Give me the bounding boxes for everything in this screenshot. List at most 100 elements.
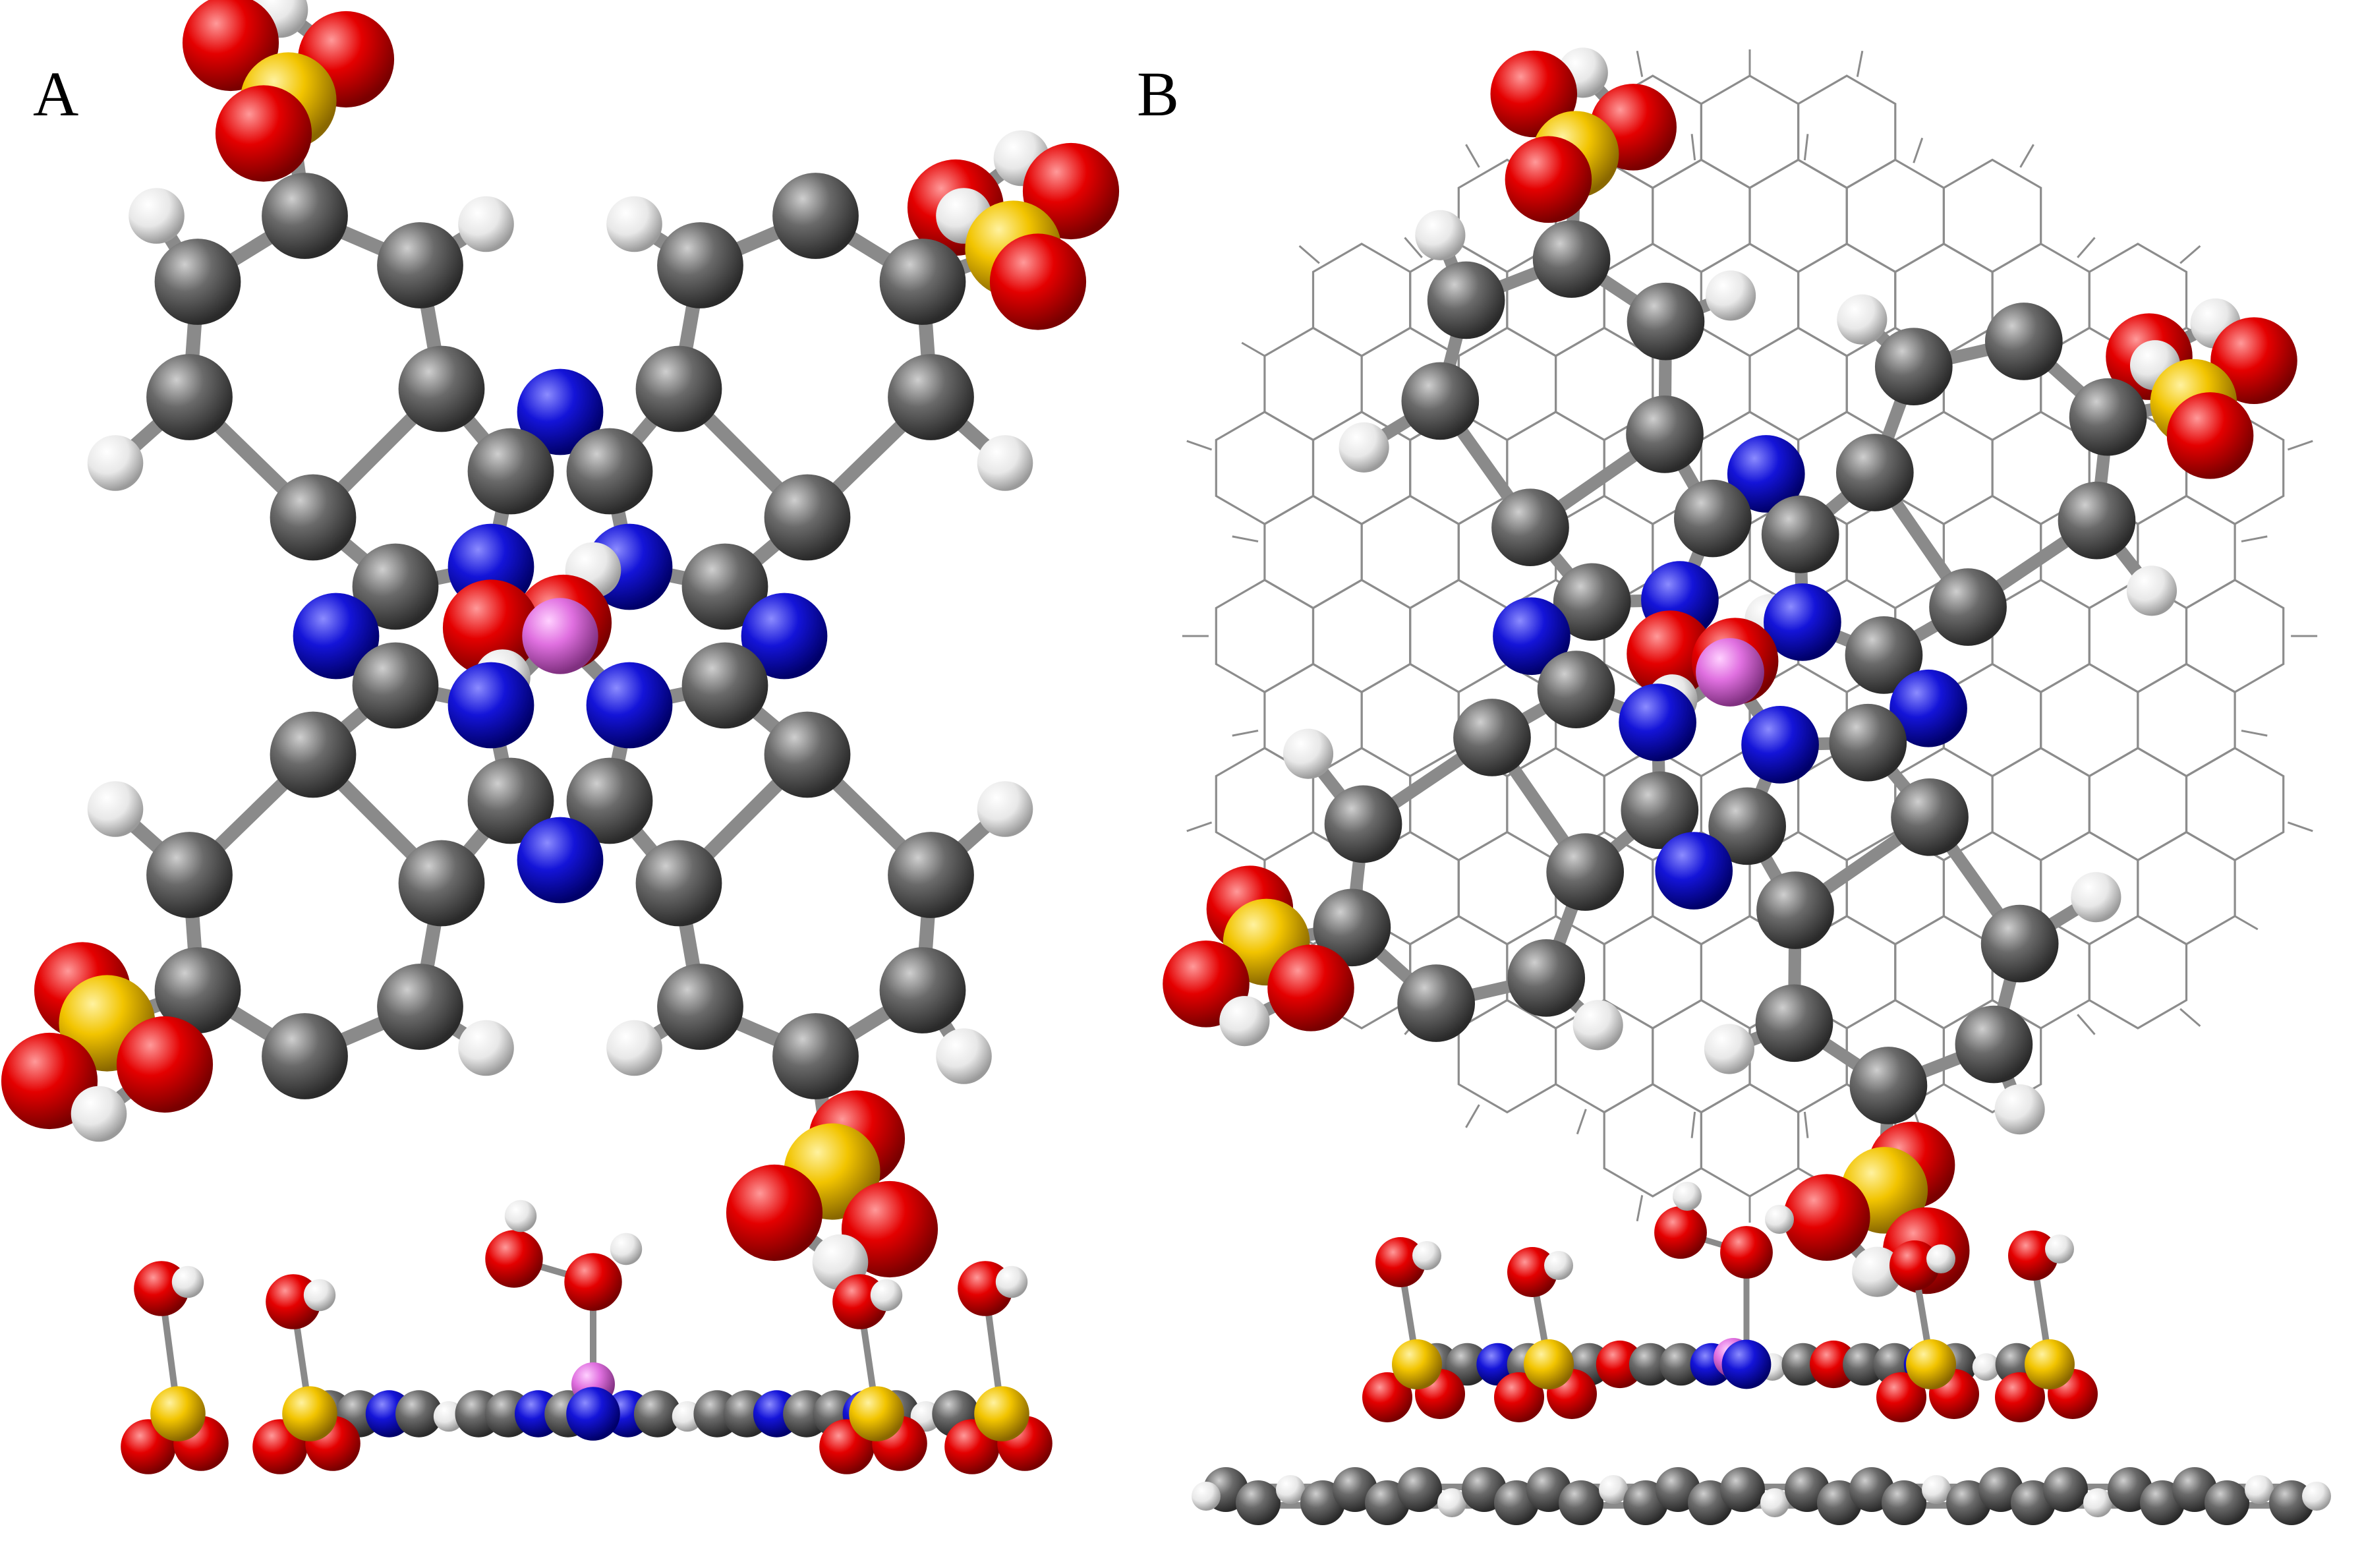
carbon-atom: [1397, 1467, 1442, 1512]
hydrogen-atom: [606, 1020, 662, 1076]
carbon-atom: [1849, 1047, 1928, 1124]
hydrogen-atom: [171, 1265, 204, 1298]
hydrogen-atom: [87, 435, 144, 491]
carbon-atom: [262, 1013, 348, 1099]
carbon-atom: [888, 832, 974, 918]
oxygen-atom: [442, 579, 540, 676]
carbon-atom: [377, 222, 463, 308]
hydrogen-atom: [1437, 1488, 1466, 1517]
hydrogen-atom: [870, 1279, 903, 1312]
carbon-atom: [1324, 785, 1402, 863]
graphene-edge-bond: [1186, 821, 1213, 832]
molecule-b-side-view: [1362, 1182, 2098, 1422]
carbon-atom: [2269, 1480, 2314, 1525]
graphene-hexagon: [2040, 662, 2139, 778]
carbon-atom: [1507, 939, 1586, 1017]
carbon-atom: [764, 474, 851, 561]
graphene-hexagon: [1942, 999, 2042, 1114]
hydrogen-atom: [87, 781, 144, 837]
panel-label-a: A: [33, 59, 79, 129]
carbon-atom: [146, 354, 233, 440]
hydrogen-atom: [2045, 1234, 2074, 1263]
nitrogen-atom: [517, 368, 604, 455]
nitrogen-atom: [741, 593, 828, 680]
graphene-edge-bond: [2287, 821, 2313, 832]
carbon-atom: [635, 840, 722, 927]
graphene-edge-bond: [2077, 237, 2096, 258]
hydrogen-atom: [2302, 1482, 2331, 1511]
graphene-hexagon: [2088, 747, 2188, 861]
carbon-atom: [1756, 871, 1834, 949]
carbon-atom: [395, 1390, 443, 1437]
oxygen-atom: [1267, 944, 1354, 1031]
oxygen-atom: [2210, 317, 2297, 404]
carbon-atom: [566, 428, 653, 515]
carbon-atom: [1882, 1480, 1926, 1525]
oxygen-atom: [1783, 1174, 1870, 1261]
carbon-atom: [772, 173, 859, 259]
carbon-atom: [888, 354, 974, 440]
carbon-atom: [1559, 1480, 1603, 1525]
carbon-atom: [154, 239, 241, 325]
hydrogen-atom: [129, 188, 185, 244]
metal-atom: [1696, 638, 1764, 707]
sulfur-atom: [282, 1386, 337, 1441]
graphene-edge-bond: [2179, 1008, 2201, 1027]
carbon-atom: [1659, 1343, 1702, 1386]
hydrogen-atom: [1994, 1084, 2045, 1135]
hydrogen-atom: [1706, 270, 1756, 321]
hydrogen-atom: [1852, 1246, 1903, 1297]
oxygen-atom: [726, 1164, 823, 1262]
carbon-atom: [681, 642, 768, 729]
panel-label-b: B: [1137, 59, 1180, 129]
graphene-hexagon: [1942, 158, 2042, 274]
carbon-atom: [635, 345, 722, 432]
carbon-atom: [1829, 703, 1907, 782]
graphene-hexagon: [1312, 243, 1412, 357]
oxygen-atom: [2008, 1231, 2058, 1281]
hydrogen-atom: [977, 781, 1033, 837]
nitrogen-atom: [1493, 597, 1571, 676]
graphene-edge-bond: [1241, 341, 1265, 357]
hydrogen-atom: [936, 1028, 992, 1084]
oxygen-atom: [1627, 610, 1714, 697]
nitrogen-atom: [447, 662, 534, 749]
carbon-atom: [1761, 495, 1839, 573]
carbon-atom: [764, 711, 851, 798]
graphene-edge-bond: [1232, 730, 1259, 737]
oxygen-atom: [1505, 136, 1592, 223]
carbon-atom: [1980, 904, 2059, 983]
graphene-hexagon: [1215, 579, 1315, 693]
graphene-hexagon: [1457, 830, 1557, 946]
hydrogen-atom: [977, 435, 1033, 491]
oxygen-atom: [1810, 1340, 1858, 1389]
oxygen-atom: [1375, 1237, 1426, 1287]
graphene-hexagon: [1409, 579, 1509, 693]
carbon-atom: [681, 543, 768, 630]
graphene-edge-bond: [2019, 144, 2034, 168]
carbon-atom: [1313, 888, 1391, 967]
graphene-hexagon: [1312, 579, 1412, 693]
graphene-edge-bond: [2241, 535, 2268, 542]
graphene-edge-bond: [1465, 144, 1480, 168]
graphene-edge-bond: [2287, 440, 2313, 451]
molecule-b-top-view: [1163, 47, 2297, 1297]
graphene-edge-bond: [1404, 237, 1423, 258]
hydrogen-atom: [1412, 1241, 1441, 1270]
graphene-hexagon: [2185, 579, 2285, 693]
carbon-atom: [633, 1390, 681, 1437]
hydrogen-atom: [1599, 1475, 1628, 1504]
sulfur-atom: [1392, 1339, 1442, 1389]
graphene-hexagon: [1457, 999, 1557, 1114]
hydrogen-atom: [1673, 1182, 1702, 1211]
carbon-atom: [1627, 282, 1705, 361]
hydrogen-atom: [1837, 294, 1888, 345]
carbon-atom: [879, 947, 966, 1033]
oxygen-atom: [1596, 1340, 1644, 1389]
graphene-edge-bond: [2179, 245, 2201, 264]
nitrogen-atom: [1764, 583, 1841, 661]
oxygen-atom: [1654, 1206, 1707, 1259]
oxygen-atom: [989, 233, 1087, 330]
graphene-hexagon: [1263, 326, 1363, 442]
graphene-edge-bond: [1636, 50, 1644, 77]
